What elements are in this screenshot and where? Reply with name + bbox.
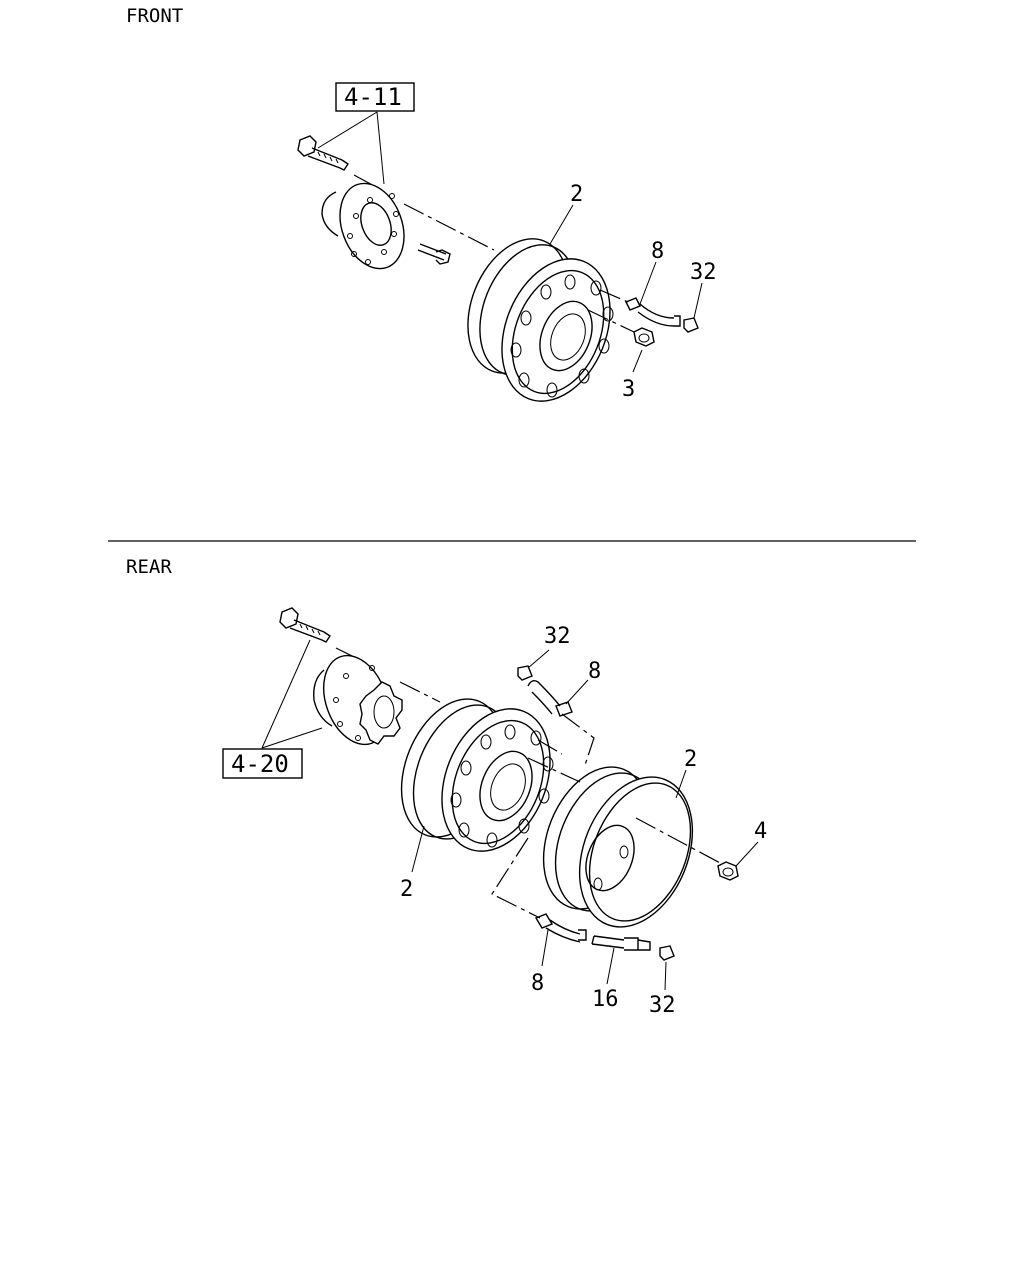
front-ref-box-label: 4-11 bbox=[344, 83, 402, 111]
front-hub-bolt bbox=[297, 135, 349, 171]
rear-extension-hose bbox=[591, 935, 651, 951]
rear-section: REAR 4-20 bbox=[126, 556, 767, 1018]
rear-inner-wheel bbox=[400, 698, 554, 852]
front-title: FRONT bbox=[126, 5, 183, 27]
front-hub bbox=[321, 182, 405, 270]
rear-callout-16: 16 bbox=[592, 987, 619, 1012]
rear-top-valve-cap bbox=[517, 665, 533, 681]
front-ref-box[interactable]: 4-11 bbox=[335, 82, 415, 112]
rear-callout-8-top: 8 bbox=[588, 659, 601, 684]
rear-ref-box-label: 4-20 bbox=[231, 750, 289, 778]
rear-bottom-valve-cap bbox=[659, 945, 675, 961]
rear-outer-wheel bbox=[542, 766, 694, 928]
front-valve-extension bbox=[625, 297, 681, 327]
rear-callout-32-top: 32 bbox=[544, 624, 571, 649]
rear-callout-2-left: 2 bbox=[400, 877, 413, 902]
rear-hub bbox=[313, 654, 403, 746]
front-valve-cap bbox=[683, 317, 699, 333]
rear-ref-box[interactable]: 4-20 bbox=[222, 748, 303, 779]
front-callout-8: 8 bbox=[651, 239, 664, 264]
rear-top-valve-extension bbox=[527, 679, 573, 717]
rear-callout-32-bottom: 32 bbox=[649, 993, 676, 1018]
front-callout-32: 32 bbox=[690, 260, 717, 285]
front-callout-2: 2 bbox=[570, 182, 583, 207]
rear-nut bbox=[717, 861, 739, 881]
rear-title: REAR bbox=[126, 556, 172, 578]
front-wheel bbox=[467, 238, 614, 402]
rear-callout-2-right: 2 bbox=[684, 747, 697, 772]
rear-callout-8-bottom: 8 bbox=[531, 971, 544, 996]
front-stud bbox=[417, 243, 451, 265]
rear-callout-4: 4 bbox=[754, 819, 767, 844]
rear-bottom-valve-extension bbox=[534, 913, 587, 943]
front-nut bbox=[633, 327, 655, 347]
front-section: FRONT 4-11 bbox=[126, 5, 717, 402]
front-callout-3: 3 bbox=[622, 377, 635, 402]
rear-hub-bolt bbox=[279, 607, 331, 643]
